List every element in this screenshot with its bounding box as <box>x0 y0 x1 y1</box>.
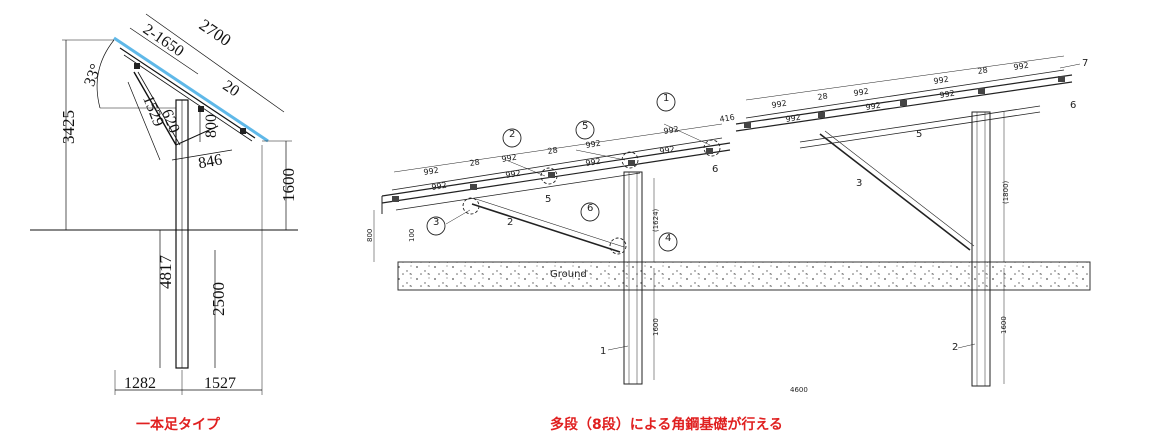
callout-labels: 2 5 1 3 6 4 5 2 6 5 3 6 7 1 2 <box>433 58 1088 357</box>
dim-brace-short: 620 <box>158 107 183 136</box>
ground-band <box>397 261 1091 291</box>
rail-5: 992 <box>785 113 802 124</box>
dim-edge: 20 <box>219 77 242 100</box>
dim-1800: (1800) <box>1002 180 1010 204</box>
callout-5: 5 <box>582 121 588 132</box>
callout-2-circle <box>502 128 522 148</box>
span-8: 992 <box>771 99 788 110</box>
dim-total-height: 3425 <box>59 110 78 144</box>
callout-6-circle <box>580 202 600 222</box>
multi-tier-side-view <box>373 55 1091 387</box>
callout-3-circle <box>426 216 446 236</box>
dim-panel-length: 2700 <box>196 15 235 50</box>
label-2-brace: 2 <box>507 217 513 228</box>
rail-7: 992 <box>939 89 956 100</box>
rail-4: 992 <box>659 145 676 156</box>
dim-offset-right: 1527 <box>204 375 236 392</box>
dim-spacing: 2-1650 <box>140 21 187 60</box>
dim-offset-left: 1282 <box>124 375 156 392</box>
callout-4: 4 <box>665 233 671 244</box>
callout-1-circle <box>656 92 676 112</box>
callout-4-circle <box>658 232 678 252</box>
span-6: 992 <box>663 125 680 136</box>
label-6-upper: 6 <box>1070 100 1076 111</box>
rail-6: 992 <box>865 101 882 112</box>
front-post <box>623 171 643 385</box>
span-2: 28 <box>469 157 480 167</box>
dim-embed-2500: 2500 <box>209 282 228 316</box>
span-7: 416 <box>719 113 736 124</box>
label-5-lower: 5 <box>545 194 551 205</box>
brace <box>133 71 177 146</box>
dim-brace-base: 846 <box>197 151 224 172</box>
span-4: 992 <box>585 139 602 150</box>
dim-800: 800 <box>366 229 374 242</box>
dim-base: 4600 <box>790 386 808 394</box>
span-13: 992 <box>1013 61 1030 72</box>
label-1-post: 1 <box>600 346 606 357</box>
label-2-post: 2 <box>952 342 958 353</box>
span-9: 28 <box>817 91 828 101</box>
rail-1: 992 <box>431 181 448 192</box>
callout-3: 3 <box>433 217 439 228</box>
ground-label: Ground <box>550 269 587 280</box>
label-6-lower: 6 <box>712 164 718 175</box>
dim-embed-depth: 4817 <box>156 255 175 290</box>
caption-multi-tier: 多段（8段）による角鋼基礎が行える <box>550 417 783 433</box>
label-3-brace: 3 <box>856 178 862 189</box>
callouts <box>426 92 721 255</box>
span-12: 28 <box>977 65 988 75</box>
dim-1600-front: 1600 <box>652 318 660 336</box>
callout-1: 1 <box>663 93 669 104</box>
span-3: 992 <box>501 153 518 164</box>
dim-1600-rear: 1600 <box>1000 316 1008 334</box>
callout-5-circle <box>575 120 595 140</box>
single-post-side-view <box>30 13 298 395</box>
span-labels: 992 28 992 992 28 992 416 992 28 992 992… <box>423 61 1030 192</box>
rail-3: 992 <box>585 157 602 168</box>
label-5-upper: 5 <box>916 129 922 140</box>
callout-2: 2 <box>509 129 515 140</box>
dim-100: 100 <box>408 229 416 242</box>
dim-front-height: 1600 <box>279 168 298 202</box>
solar-panel <box>113 36 269 143</box>
dim-post-top: 800 <box>203 114 220 138</box>
span-1: 992 <box>423 166 440 177</box>
label-7: 7 <box>1082 58 1088 69</box>
front-brace <box>471 203 621 253</box>
span-5: 28 <box>547 145 558 155</box>
dim-angle: 33° <box>81 62 105 89</box>
rail-2: 992 <box>505 169 522 180</box>
dim-1624: (1624) <box>652 208 660 232</box>
span-11: 992 <box>933 75 950 86</box>
span-10: 992 <box>853 87 870 98</box>
caption-single-post: 一本足タイプ <box>136 417 220 433</box>
rear-brace <box>819 133 971 251</box>
callout-6: 6 <box>587 203 593 214</box>
vertical-dim-labels: 800 100 (1624) 1600 (1800) 1600 4600 <box>366 180 1010 394</box>
rear-post <box>971 111 991 387</box>
